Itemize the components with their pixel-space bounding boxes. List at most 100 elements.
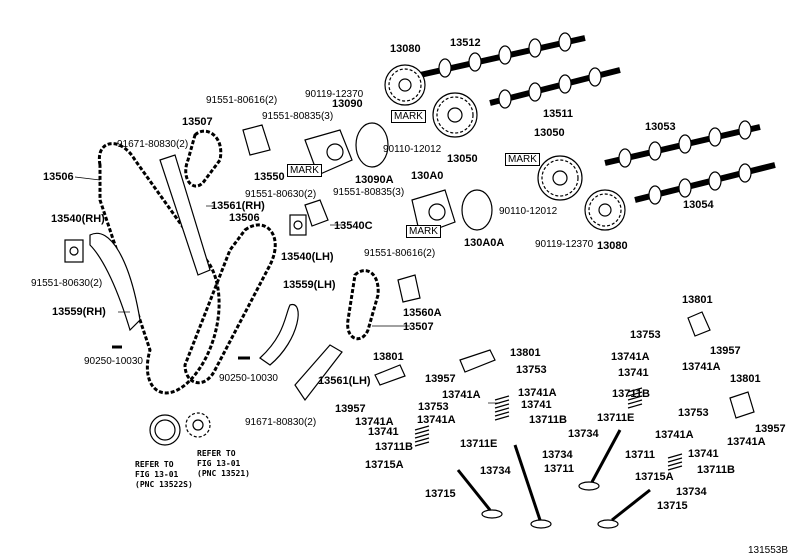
- label-90250-left: 90250-10030: [84, 356, 143, 367]
- label-13507-lower: 13507: [403, 321, 434, 333]
- label-13715a-left: 13715A: [365, 459, 404, 471]
- label-13080-upper: 13080: [390, 43, 421, 55]
- label-13957-left: 13957: [335, 403, 366, 415]
- mark-label-1: MARK: [391, 110, 426, 123]
- label-13801-right: 13801: [682, 294, 713, 306]
- label-13741a-6: 13741A: [417, 414, 456, 426]
- ocv-13090: [304, 129, 353, 176]
- label-13801-far-right: 13801: [730, 373, 761, 385]
- label-13540c: 13540C: [334, 220, 373, 232]
- label-91551-80630-lower: 91551-80630(2): [31, 278, 103, 289]
- label-13560a: 13560A: [403, 307, 442, 319]
- label-13741a-4: 13741A: [518, 387, 557, 399]
- label-13711e-right: 13711E: [597, 412, 635, 424]
- label-13511: 13511: [543, 108, 573, 120]
- label-13734-far-right: 13734: [676, 486, 707, 498]
- tensioner-13550: [242, 124, 271, 156]
- label-13734-right: 13734: [568, 428, 599, 440]
- refer-note-13521-line1: REFER TO: [197, 449, 236, 458]
- chain-guide-13559-lh: [259, 304, 299, 366]
- label-13741-center: 13741: [521, 399, 552, 411]
- label-13753-right: 13753: [630, 329, 661, 341]
- label-13506-left: 13506: [43, 171, 74, 183]
- refer-note-13522s: REFER TO FIG 13-01 (PNC 13522S): [135, 460, 193, 490]
- timing-chain-13506-right: [183, 223, 277, 384]
- label-13734-center: 13734: [542, 449, 573, 461]
- label-91551-80835-lower: 91551-80835(3): [333, 187, 405, 198]
- valve-spring-4: [667, 453, 683, 471]
- label-130a0a: 130A0A: [464, 237, 505, 249]
- label-91551-80616-lower: 91551-80616(2): [364, 248, 436, 259]
- tensioner-13540-lh: [289, 214, 307, 236]
- label-130a0: 130A0: [411, 170, 444, 182]
- mark-label-2: MARK: [287, 164, 322, 177]
- label-13550: 13550: [254, 171, 285, 183]
- rocker-arm-13801-a: [459, 349, 496, 373]
- refer-note-13521-line2: FIG 13-01: [197, 459, 241, 468]
- label-13741a-7: 13741A: [655, 429, 694, 441]
- label-13715a-right: 13715A: [635, 471, 674, 483]
- label-13050-upper: 13050: [447, 153, 478, 165]
- mark-label-3: MARK: [505, 153, 540, 166]
- label-13741a-5: 13741A: [355, 416, 394, 428]
- label-13741-left: 13741: [368, 426, 399, 438]
- label-90119-lower: 90119-12370: [535, 239, 594, 250]
- valve-3: [578, 429, 622, 491]
- label-13054: 13054: [683, 199, 714, 211]
- camshaft-13512: [419, 32, 586, 78]
- valve-1: [513, 444, 552, 529]
- label-13711-center: 13711: [544, 463, 574, 475]
- refer-note-13521-line3: (PNC 13521): [197, 469, 250, 478]
- plate-13540c: [304, 199, 329, 227]
- refer-note-13522s-line2: FIG 13-01: [135, 470, 179, 479]
- camshaft-13053: [604, 120, 761, 168]
- label-90110-lower: 90110-12012: [499, 206, 558, 217]
- ocv-130a0: [411, 189, 456, 236]
- cam-gear-13080-lower: [584, 189, 626, 231]
- refer-note-13522s-line1: REFER TO: [135, 460, 174, 469]
- label-13715-right: 13715: [657, 500, 688, 512]
- label-91671-lower: 91671-80830(2): [245, 417, 317, 428]
- label-13753-far-right: 13753: [678, 407, 709, 419]
- label-13741a-1: 13741A: [611, 351, 650, 363]
- label-13506-right: 13506: [229, 212, 260, 224]
- label-13512: 13512: [450, 37, 481, 49]
- label-13540-rh: 13540(RH): [51, 213, 105, 225]
- crank-sprocket: [185, 412, 211, 438]
- label-90110-upper: 90110-12012: [383, 144, 442, 155]
- label-90250-center: 90250-10030: [219, 373, 278, 384]
- label-13090: 13090: [332, 98, 363, 110]
- refer-note-13522s-line3: (PNC 13522S): [135, 480, 193, 489]
- crank-gear: [149, 414, 181, 446]
- label-13561-rh: 13561(RH): [211, 200, 265, 212]
- o-ring-130a0a: [461, 189, 493, 231]
- label-13050-right: 13050: [534, 127, 565, 139]
- vvt-gear-13050-right: [537, 155, 583, 201]
- label-13711b-left: 13711B: [375, 441, 413, 453]
- label-91551-80616-upper: 91551-80616(2): [206, 95, 278, 106]
- label-13507-upper: 13507: [182, 116, 213, 128]
- cam-gear-13080-upper: [384, 64, 426, 106]
- timing-chain-13506-left: [97, 142, 221, 395]
- label-13715-left: 13715: [425, 488, 456, 500]
- label-91671-upper: 91671-80830(2): [117, 139, 189, 150]
- tensioner-13560a: [397, 274, 421, 303]
- valve-spring-3: [627, 387, 643, 409]
- chain-guide-13561-lh: [294, 344, 343, 402]
- label-91551-80630-upper: 91551-80630(2): [245, 189, 317, 200]
- timing-chain-13507-lower: [346, 269, 380, 341]
- label-13957-right: 13957: [710, 345, 741, 357]
- label-13741-right: 13741: [618, 367, 649, 379]
- label-13090a: 13090A: [355, 174, 394, 186]
- label-13957-center: 13957: [425, 373, 456, 385]
- valve-spring-2: [414, 425, 430, 447]
- label-13711b-center: 13711B: [529, 414, 567, 426]
- label-13711-right: 13711: [625, 449, 655, 461]
- label-13741a-2: 13741A: [682, 361, 721, 373]
- chain-guide-13559-rh: [89, 232, 141, 332]
- rocker-arm-13801-b: [374, 364, 406, 386]
- label-13561-lh: 13561(LH): [318, 375, 371, 387]
- label-13540-lh: 13540(LH): [281, 251, 334, 263]
- mark-label-4: MARK: [406, 225, 441, 238]
- label-13753-center: 13753: [516, 364, 547, 376]
